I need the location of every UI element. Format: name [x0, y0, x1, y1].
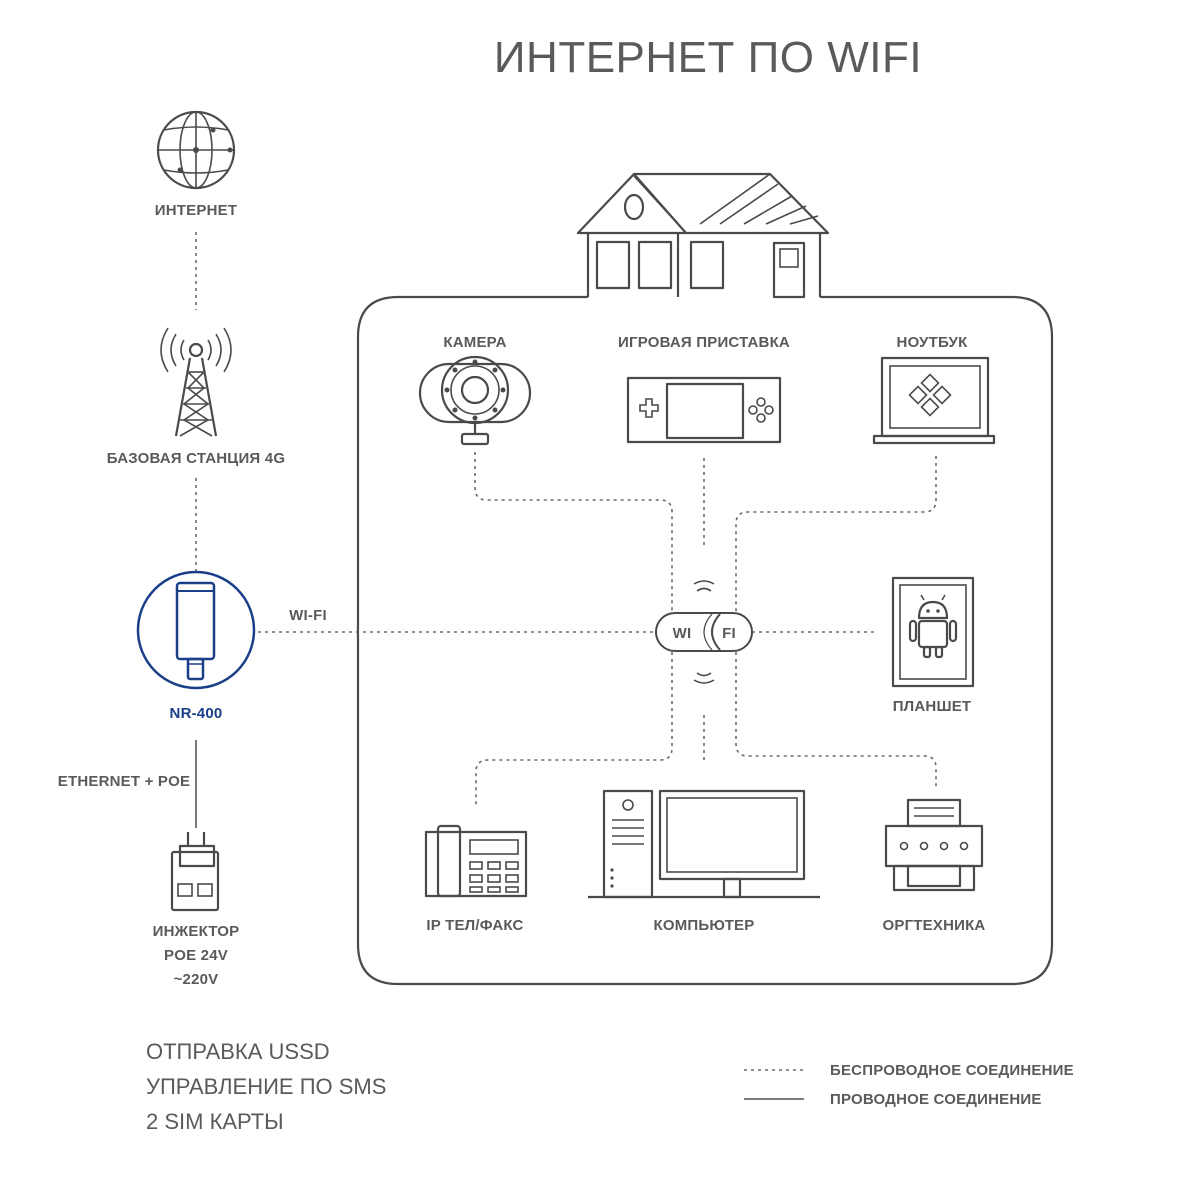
injector-label-3: ~220V	[174, 971, 219, 988]
wifi-waves-top-icon	[693, 580, 715, 592]
wifi-waves-bottom-icon	[693, 672, 715, 684]
injector-label-2: POE 24V	[164, 947, 228, 964]
hub-fi-label: FI	[722, 625, 736, 642]
computer-icon	[588, 789, 820, 899]
phone-link	[475, 645, 673, 806]
legend-wired-label: ПРОВОДНОЕ СОЕДИНЕНИЕ	[830, 1091, 1042, 1108]
feature-sim: 2 SIM КАРТЫ	[146, 1109, 284, 1134]
office-link	[735, 645, 937, 790]
tablet-icon	[891, 576, 975, 688]
page-title: ИНТЕРНЕТ ПО WIFI	[494, 33, 922, 82]
camera-icon	[418, 355, 532, 446]
tower-icon	[160, 327, 232, 437]
hub-wi-label: WI	[673, 625, 692, 642]
legend-wireless-label: БЕСПРОВОДНОЕ СОЕДИНЕНИЕ	[830, 1062, 1074, 1079]
computer-label: КОМПЬЮТЕР	[654, 917, 755, 934]
ethernet-link-label: ETHERNET + POE	[58, 773, 190, 790]
feature-sms: УПРАВЛЕНИЕ ПО SMS	[146, 1074, 386, 1099]
injector-icon	[170, 832, 220, 912]
laptop-link	[735, 456, 937, 620]
printer-icon	[884, 798, 984, 892]
wifi-link-label: WI-FI	[289, 607, 327, 624]
phone-icon	[424, 824, 528, 898]
globe-icon	[156, 110, 236, 190]
laptop-label: НОУТБУК	[897, 334, 969, 351]
router-icon	[136, 570, 256, 690]
feature-ussd: ОТПРАВКА USSD	[146, 1039, 330, 1064]
home-network-area	[356, 295, 1054, 986]
house-icon	[576, 172, 830, 299]
base-station-label: БАЗОВАЯ СТАНЦИЯ 4G	[107, 450, 285, 467]
internet-label: ИНТЕРНЕТ	[155, 202, 237, 219]
camera-link	[474, 452, 673, 620]
camera-label: КАМЕРА	[443, 334, 506, 351]
tablet-label: ПЛАНШЕТ	[893, 698, 972, 715]
wifi-hub	[655, 612, 753, 652]
phone-label: IP ТЕЛ/ФАКС	[426, 917, 523, 934]
injector-label-1: ИНЖЕКТОР	[153, 923, 240, 940]
laptop-icon	[872, 356, 996, 445]
router-label: NR-400	[170, 705, 223, 722]
office-label: ОРГТЕХНИКА	[883, 917, 986, 934]
gamepad-icon	[626, 376, 782, 444]
console-label: ИГРОВАЯ ПРИСТАВКА	[618, 334, 790, 351]
